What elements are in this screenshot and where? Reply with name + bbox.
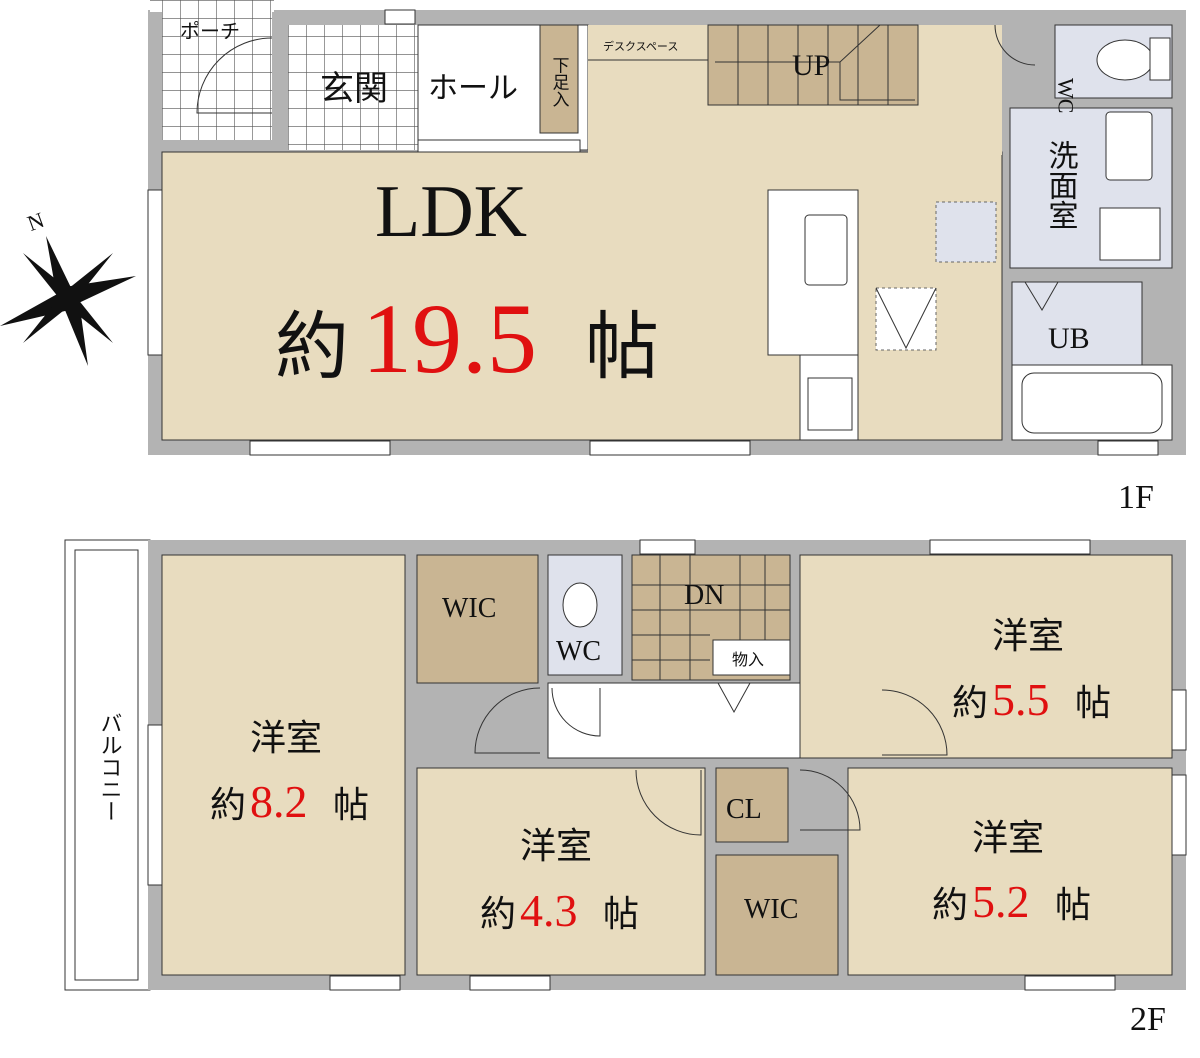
unit-room-5-5: 帖	[1075, 683, 1111, 723]
door-swing-storage	[717, 682, 751, 714]
prefix-room-5-5: 約	[952, 683, 988, 723]
label-washroom: 洗面室	[1044, 140, 1078, 230]
floor-2: バルコニー WIC WC DN 物入 CL WIC 洋室 約 8.2 帖 洋室 …	[64, 539, 1187, 1038]
label-ub: UB	[1048, 322, 1090, 355]
storage-2f	[712, 639, 791, 676]
stairs-1f	[707, 24, 919, 106]
label-ldk: LDK	[375, 171, 527, 253]
room-8-2	[161, 554, 406, 976]
label-room-5-5: 洋室	[992, 616, 1064, 656]
windows-2f	[147, 539, 1187, 991]
label-ldk-prefix: 約	[275, 307, 349, 389]
floor-label-2f: 2F	[1130, 1001, 1166, 1038]
washer-pan-icon	[1099, 207, 1161, 261]
room-4-3	[416, 767, 706, 976]
unit-room-4-3: 帖	[603, 894, 639, 934]
toilet-icon	[1096, 39, 1154, 81]
door-swing-ub	[1024, 281, 1059, 311]
toilet-tank	[1149, 37, 1171, 81]
wic-1	[416, 554, 539, 684]
door-swings-2f	[474, 687, 948, 836]
label-ldk-unit: 帖	[585, 307, 659, 389]
floor-label-1f: 1F	[1118, 479, 1154, 516]
prefix-room-4-3: 約	[480, 894, 516, 934]
size-room-5-2: 5.2	[972, 876, 1030, 927]
floor-1: 玄関 ポーチ ホール 下足入 デスクスペース UP WC 洗面室 UB LDK …	[147, 0, 1186, 516]
size-room-4-3: 4.3	[520, 885, 578, 936]
closet	[715, 767, 789, 843]
label-wc-1f: WC	[1054, 78, 1079, 113]
room-5-5	[799, 554, 1173, 759]
door-swing-entrance	[196, 37, 273, 114]
appliance-space	[875, 287, 937, 351]
bathtub-icon	[1021, 372, 1163, 434]
prefix-room-5-2: 約	[932, 885, 968, 925]
compass-icon: N	[0, 207, 136, 366]
shoe-storage	[539, 24, 579, 134]
label-ldk-size: 19.5	[362, 283, 537, 394]
label-balcony: バルコニー	[98, 712, 123, 822]
balcony-inner	[74, 549, 139, 981]
label-room-5-2: 洋室	[972, 818, 1044, 858]
wic-2	[715, 854, 839, 976]
size-room-8-2: 8.2	[250, 776, 308, 827]
label-shoe-storage: 下足入	[550, 57, 570, 108]
toilet-icon-2f	[562, 582, 598, 628]
kitchen-sink-icon	[804, 214, 848, 286]
genkan	[288, 25, 418, 150]
stove-icon	[807, 377, 853, 431]
label-stairs-up: UP	[792, 49, 830, 82]
unit-room-5-2: 帖	[1055, 885, 1091, 925]
door-swing-wc	[994, 24, 1036, 66]
label-stairs-dn: DN	[684, 580, 724, 611]
fridge-space	[935, 201, 997, 263]
room-5-2	[847, 767, 1173, 976]
porch-edge	[150, 0, 274, 12]
appliance-mark	[875, 287, 937, 350]
ldk	[161, 151, 1003, 441]
label-hall: ホール	[428, 72, 518, 105]
label-wc-2f: WC	[556, 636, 601, 667]
label-wic-2: WIC	[744, 894, 798, 925]
label-storage: 物入	[732, 651, 764, 669]
label-wic-1: WIC	[442, 593, 496, 624]
label-desk-space: デスクスペース	[603, 39, 678, 53]
porch	[162, 10, 272, 140]
stair-treads	[715, 24, 915, 105]
windows-1f	[147, 9, 1159, 456]
prefix-room-8-2: 約	[210, 785, 246, 825]
label-room-8-2: 洋室	[250, 718, 322, 758]
label-closet: CL	[726, 794, 762, 825]
sink-icon	[1105, 111, 1153, 181]
label-room-4-3: 洋室	[520, 826, 592, 866]
unit-room-8-2: 帖	[333, 785, 369, 825]
compass-north-label: N	[24, 207, 48, 236]
size-room-5-5: 5.5	[992, 674, 1050, 725]
label-porch: ポーチ	[180, 20, 240, 43]
stair-treads-2f	[632, 555, 790, 680]
label-genkan: 玄関	[320, 70, 388, 108]
